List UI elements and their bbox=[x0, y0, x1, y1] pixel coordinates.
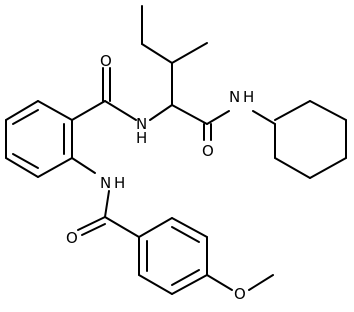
atom-nitrogen: N bbox=[229, 88, 240, 106]
alkyl-side-chain bbox=[141, 5, 208, 106]
atom-labels: O N H N H O N H O O bbox=[66, 52, 254, 303]
amide-group-lower bbox=[71, 157, 140, 238]
atom-oxygen: O bbox=[234, 285, 246, 303]
atom-hydrogen: H bbox=[114, 174, 125, 192]
atom-nitrogen: N bbox=[100, 174, 111, 192]
atom-hydrogen: H bbox=[243, 88, 254, 106]
atom-nitrogen: N bbox=[136, 115, 147, 133]
atom-oxygen: O bbox=[100, 52, 112, 70]
atom-hydrogen: H bbox=[136, 129, 147, 147]
amide-group-right bbox=[171, 104, 276, 141]
amide-group-upper bbox=[71, 67, 173, 121]
methoxy-group bbox=[206, 274, 274, 291]
benzene-ring-upper bbox=[5, 100, 73, 178]
benzene-ring-lower bbox=[138, 217, 208, 295]
atom-oxygen: O bbox=[66, 229, 78, 247]
atom-oxygen: O bbox=[202, 142, 214, 160]
cyclohexane-ring bbox=[274, 100, 347, 179]
